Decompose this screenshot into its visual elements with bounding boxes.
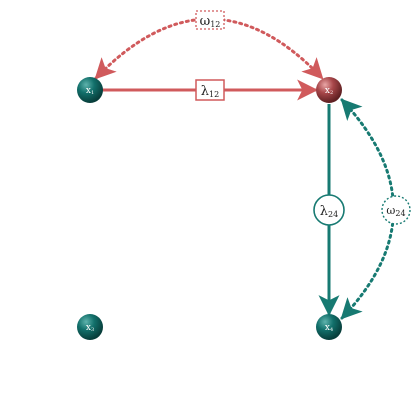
node-x2: x2 xyxy=(316,77,342,103)
lambda24-label: λ24 xyxy=(320,204,338,219)
omega12-label: ω12 xyxy=(200,14,221,29)
omega12-label-box: ω12 xyxy=(195,10,225,30)
omega24-label: ω24 xyxy=(386,204,405,218)
lambda12-label-box: λ12 xyxy=(195,79,225,101)
node-x3-label: x3 xyxy=(86,323,94,333)
node-x2-label: x2 xyxy=(325,86,333,96)
node-x4: x4 xyxy=(316,314,342,340)
lambda12-label: λ12 xyxy=(201,84,219,99)
node-x1-label: x1 xyxy=(86,86,94,96)
node-x1: x1 xyxy=(77,77,103,103)
omega24-label-box: ω24 xyxy=(381,195,411,225)
omega24-arc xyxy=(340,98,395,320)
node-x3: x3 xyxy=(77,314,103,340)
lambda24-label-box: λ24 xyxy=(313,194,345,226)
node-x4-label: x4 xyxy=(325,323,333,333)
